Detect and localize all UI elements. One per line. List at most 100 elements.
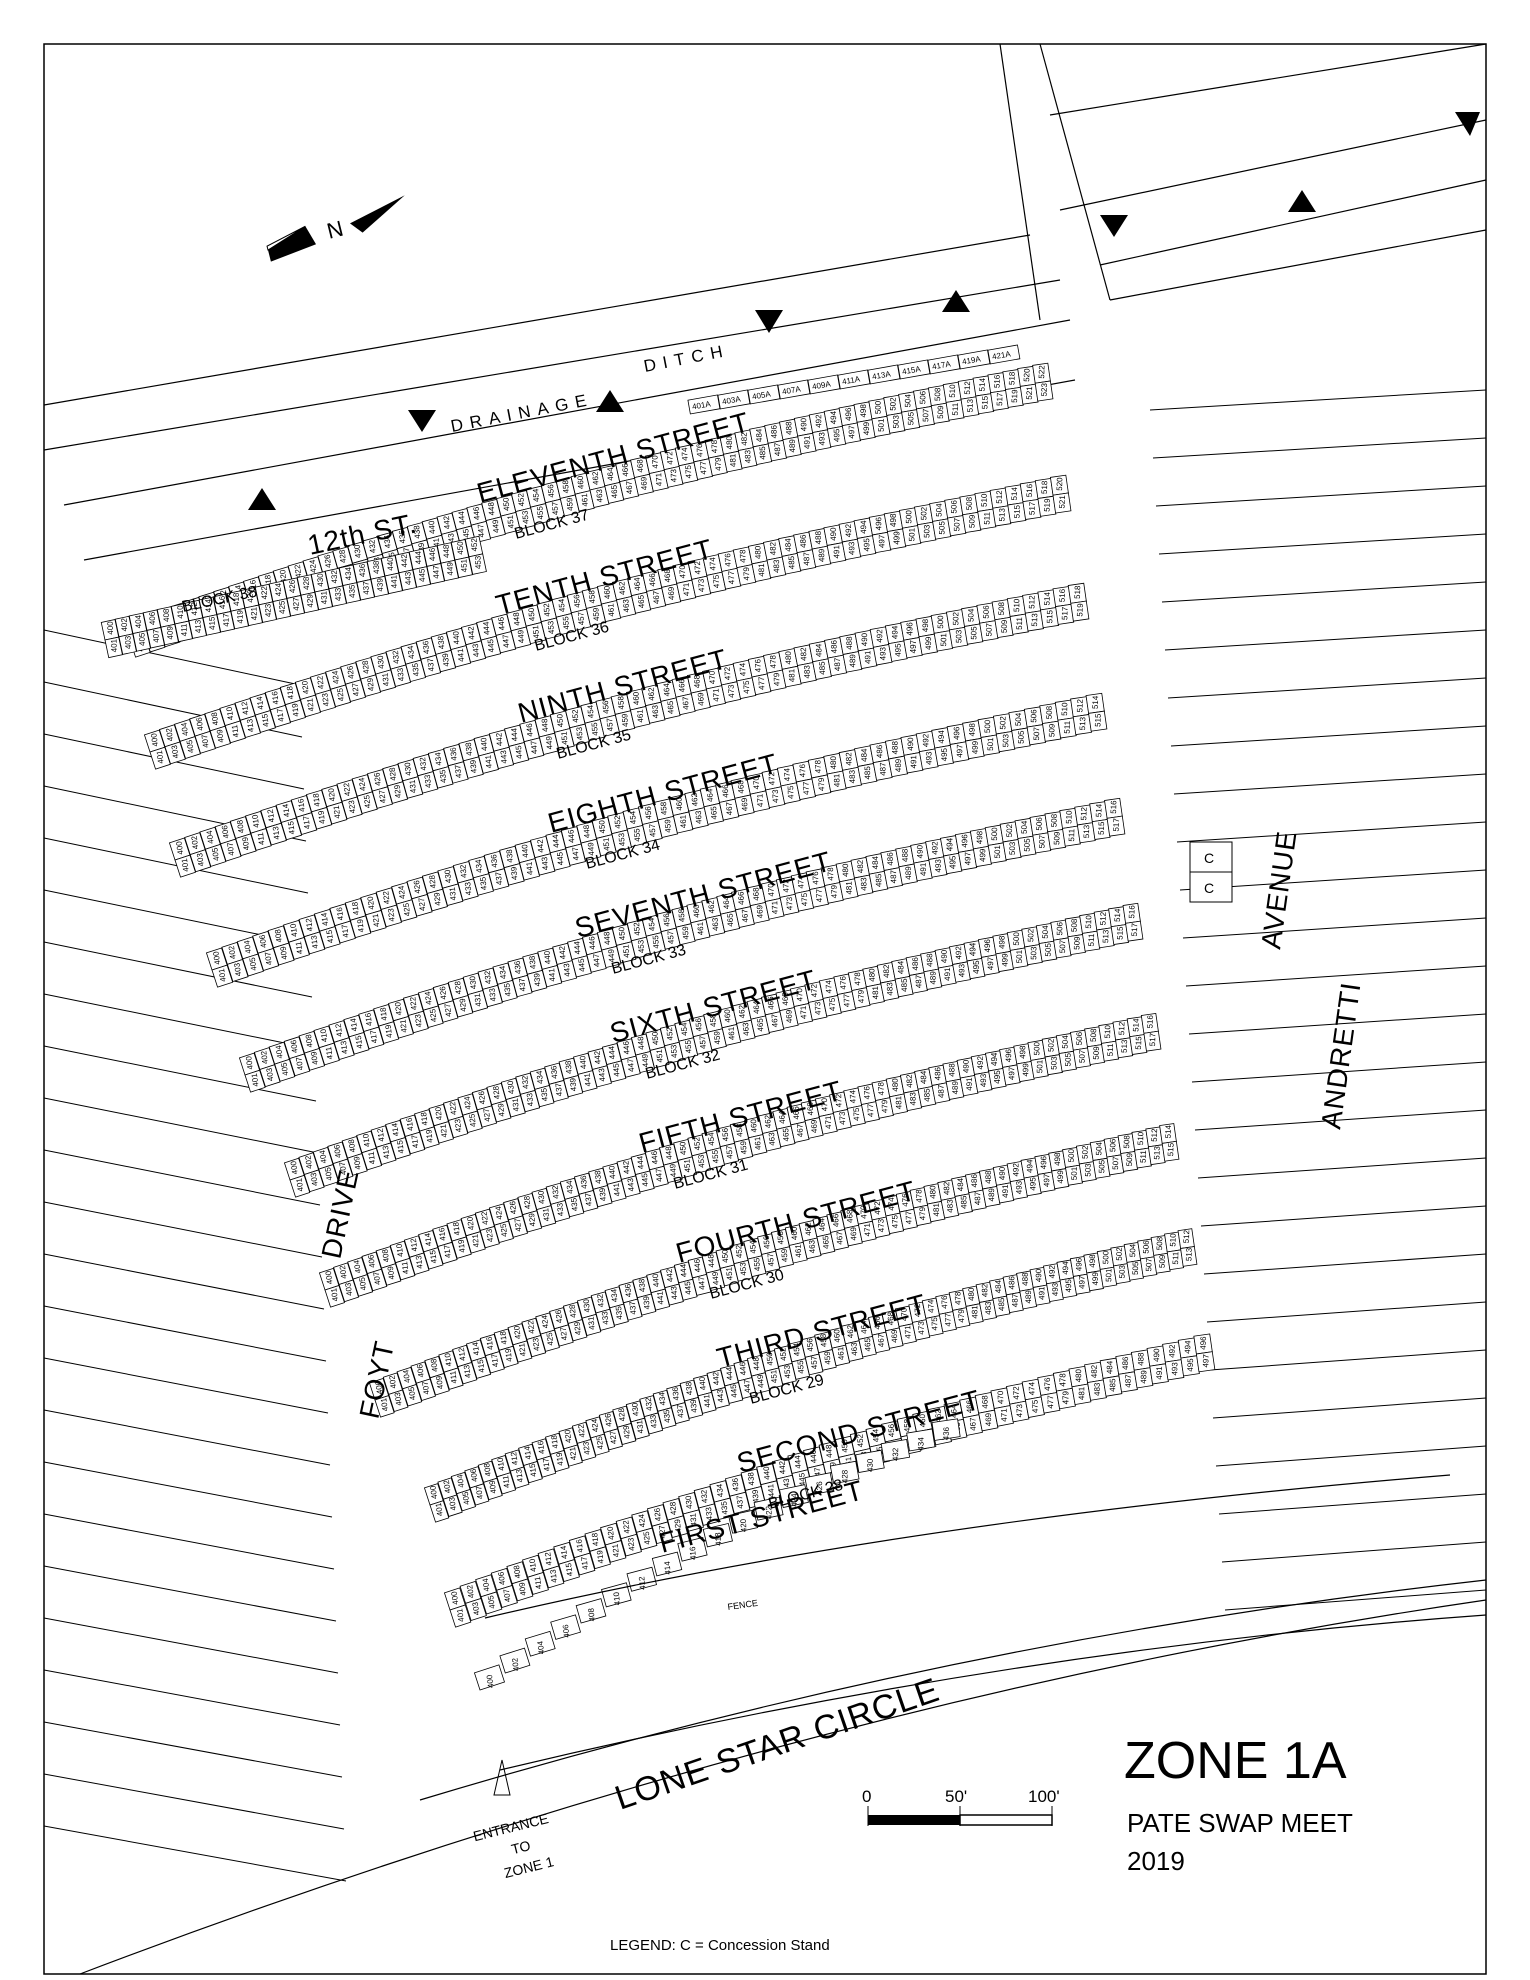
lot[interactable]: 424 — [779, 1484, 809, 1510]
lot[interactable]: 432 — [880, 1438, 911, 1463]
lot[interactable]: 406 — [550, 1614, 582, 1642]
lot[interactable]: 400 — [473, 1664, 506, 1692]
lot[interactable]: 414 — [651, 1551, 683, 1578]
lot[interactable]: 422 — [753, 1496, 784, 1522]
